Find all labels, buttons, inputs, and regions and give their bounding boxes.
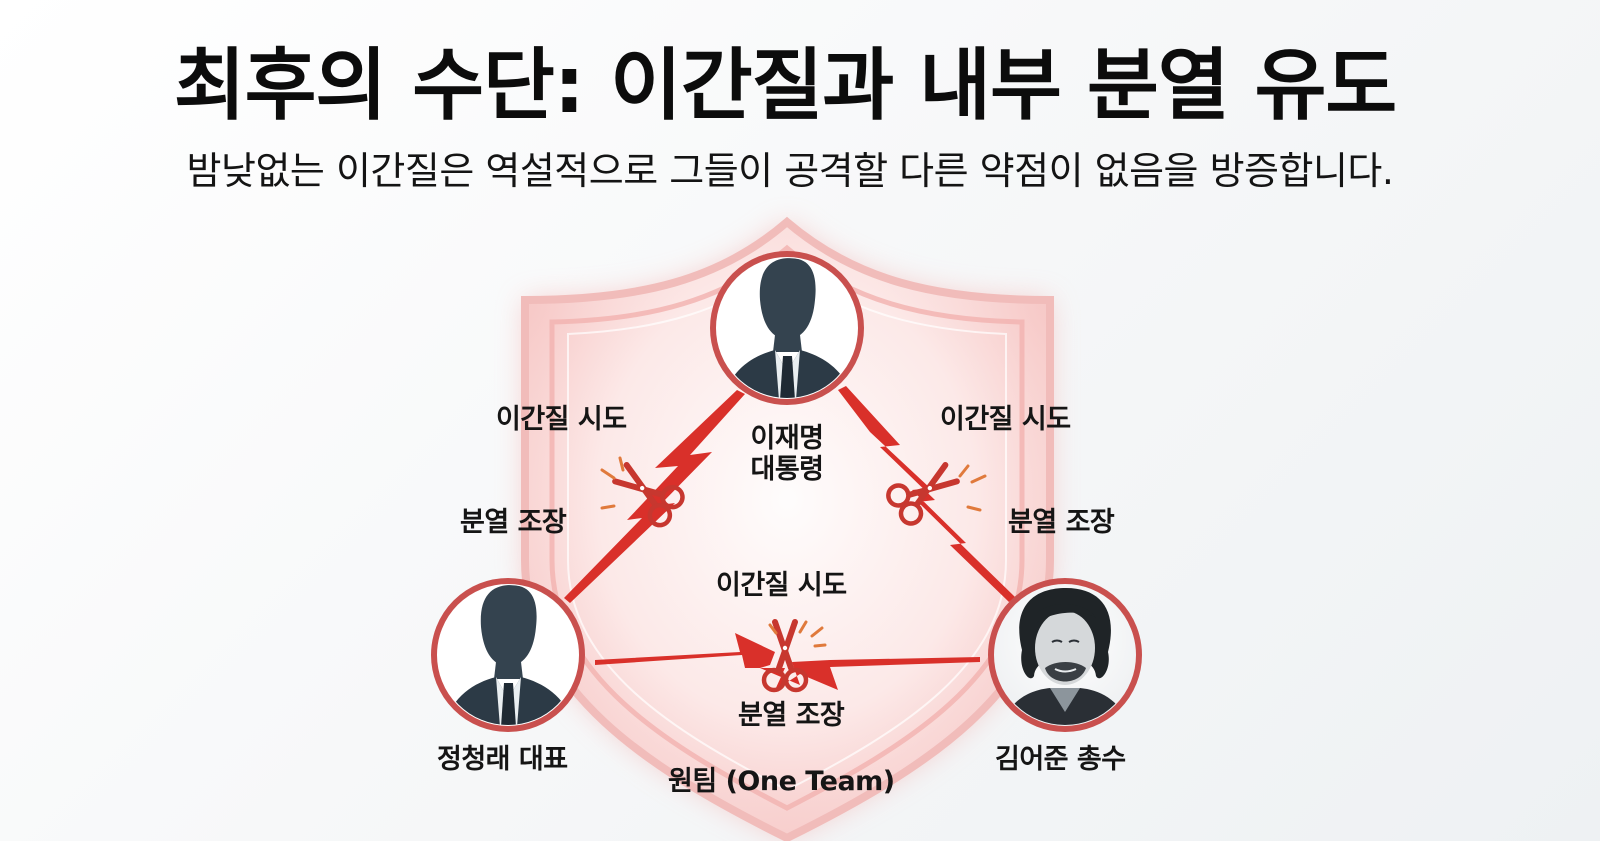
- edge-left-label-bottom: 분열 조장: [460, 507, 567, 538]
- page-subtitle: 밤낮없는 이간질은 역설적으로 그들이 공격할 다른 약점이 없음을 방증합니다…: [186, 149, 1394, 193]
- person-silhouette-icon: [722, 258, 854, 398]
- edge-right-label-top: 이간질 시도: [940, 404, 1071, 435]
- shield-icon: [521, 216, 1054, 841]
- edge-bottom-label-top: 이간질 시도: [716, 570, 847, 601]
- page-title: 최후의 수단: 이간질과 내부 분열 유도: [173, 41, 1397, 131]
- node-top-name-line2: 대통령: [750, 454, 824, 485]
- scissors-icon: [612, 462, 685, 528]
- person-silhouette-icon: [443, 585, 575, 725]
- node-top-name-line1: 이재명: [750, 423, 824, 454]
- scissors-icon: [761, 619, 809, 693]
- shield-label: 원팀 (One Team): [668, 766, 895, 797]
- scissors-icon: [886, 462, 960, 526]
- node-bottom-left-avatar: [431, 578, 585, 732]
- node-top-name: 이재명 대통령: [737, 423, 837, 485]
- lightning-bolt-icon: [595, 633, 980, 690]
- edge-right-label-bottom: 분열 조장: [1008, 507, 1115, 538]
- spark-lines-icon: [600, 456, 625, 510]
- edge-left-label-top: 이간질 시도: [496, 404, 627, 435]
- spark-lines-icon: [768, 620, 827, 648]
- edge-bottom-label-bottom: 분열 조장: [738, 700, 845, 731]
- node-bottom-right-name: 김어준 총수: [995, 744, 1126, 775]
- node-top-avatar: [710, 251, 864, 405]
- lightning-bolt-icon: [564, 390, 745, 603]
- spark-lines-icon: [958, 464, 987, 512]
- node-bottom-right-avatar: [988, 578, 1142, 732]
- node-bottom-left-name: 정청래 대표: [437, 744, 568, 775]
